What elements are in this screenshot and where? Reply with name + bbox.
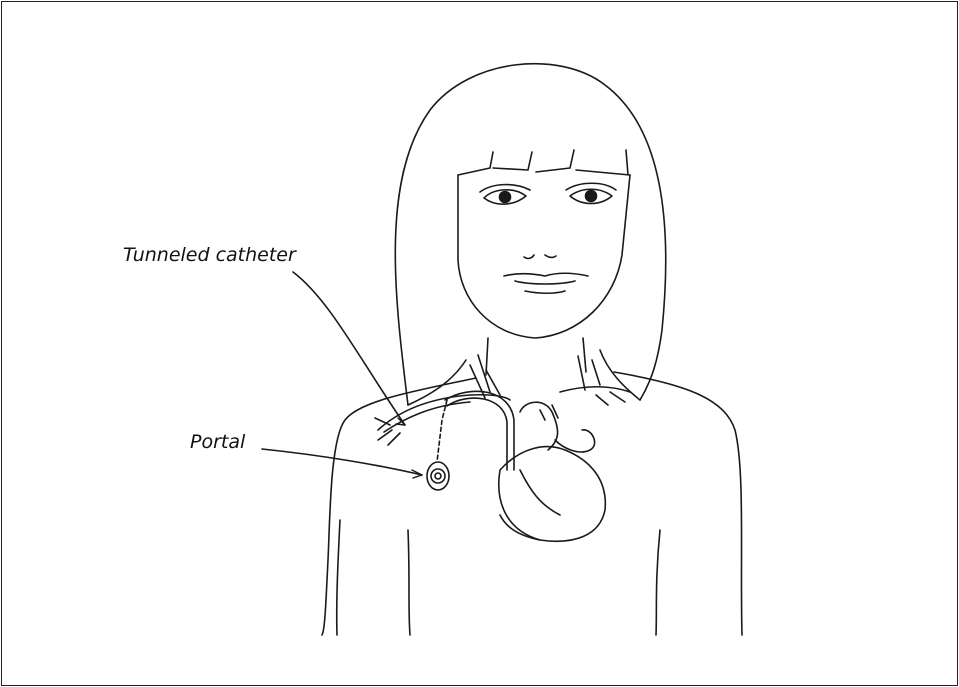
portal-label: Portal (190, 433, 245, 452)
face-outline (458, 175, 630, 338)
nose-mouth (504, 255, 588, 293)
torso-outline (322, 372, 742, 635)
catheter-tube (437, 391, 514, 470)
hair-outline (395, 64, 665, 405)
tunneled-catheter-label: Tunneled catheter (123, 246, 296, 265)
neck (470, 338, 600, 398)
bangs (458, 150, 630, 175)
port-device (427, 462, 449, 490)
vessels (375, 387, 630, 445)
eyes (480, 183, 616, 204)
leader-lines (262, 272, 422, 478)
